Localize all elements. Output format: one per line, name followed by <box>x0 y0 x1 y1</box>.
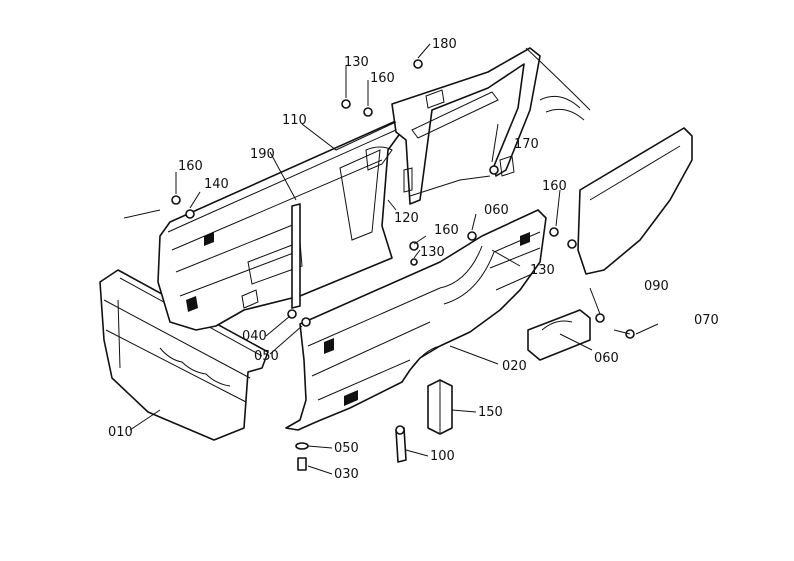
label-110: 110 <box>282 113 307 128</box>
label-030: 030 <box>334 467 359 482</box>
label-190: 190 <box>250 147 275 162</box>
label-100: 100 <box>430 449 455 464</box>
part-190-post <box>291 203 301 309</box>
label-160-mid: 160 <box>434 223 459 238</box>
label-180: 180 <box>432 37 457 52</box>
label-120: 120 <box>394 211 419 226</box>
label-060-right: 060 <box>594 351 619 366</box>
label-010: 010 <box>108 425 133 440</box>
label-050-bottom: 050 <box>334 441 359 456</box>
part-labels: 180 130 160 110 170 190 160 140 160 120 … <box>108 37 719 482</box>
part-100-pin <box>395 425 407 463</box>
leader-lines <box>123 43 659 475</box>
label-070: 070 <box>694 313 719 328</box>
label-160-right: 160 <box>542 179 567 194</box>
label-130-top: 130 <box>344 55 369 70</box>
label-160-left: 160 <box>178 159 203 174</box>
part-010-front-panel <box>99 269 269 441</box>
label-150: 150 <box>478 405 503 420</box>
part-020-side-panel <box>285 209 547 431</box>
label-130-mid: 130 <box>420 245 445 260</box>
part-170-bracket <box>391 47 541 205</box>
part-150-block <box>427 379 453 435</box>
label-060-mid: 060 <box>484 203 509 218</box>
part-060-lower-bracket <box>527 309 591 361</box>
label-130-right: 130 <box>530 263 555 278</box>
label-140: 140 <box>204 177 229 192</box>
label-040: 040 <box>242 329 267 344</box>
part-110-side-panel <box>157 119 405 331</box>
label-160-top: 160 <box>370 71 395 86</box>
label-090: 090 <box>644 279 669 294</box>
part-door-panel <box>525 47 693 275</box>
label-170: 170 <box>514 137 539 152</box>
label-020: 020 <box>502 359 527 374</box>
label-050-mid: 050 <box>254 349 279 364</box>
